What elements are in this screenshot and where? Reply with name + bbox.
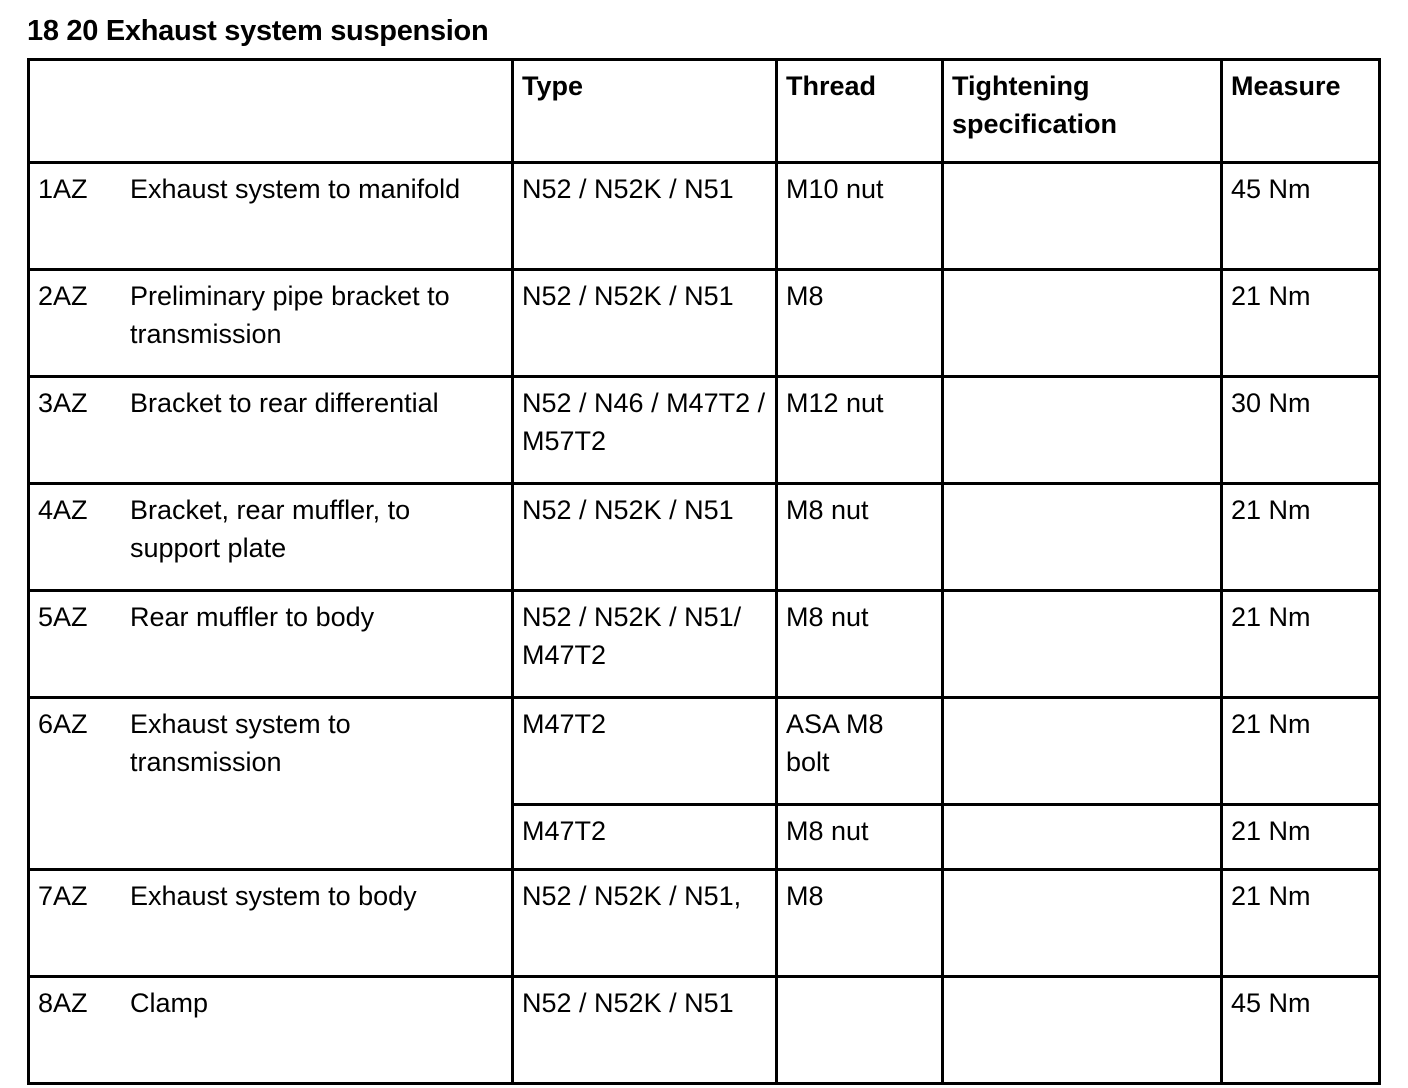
cell-thread: M8 <box>775 868 944 978</box>
row-index-label: 1AZ <box>38 174 88 204</box>
row-description-text: Preliminary pipe bracket to transmission <box>130 281 450 350</box>
cell-thread: M12 nut <box>775 375 944 485</box>
cell-thread <box>775 975 944 1085</box>
column-header-tightening-specification: Tightening specification <box>941 58 1223 164</box>
row-description-text: Bracket to rear differential <box>130 388 439 418</box>
cell-description: 8AZ Clamp <box>27 975 514 1085</box>
cell-description: 6AZ Exhaust system to transmission <box>27 696 514 871</box>
column-header-description <box>27 58 514 164</box>
cell-type: N52 / N52K / N51 <box>511 161 778 271</box>
cell-measure: 45 Nm <box>1220 161 1381 271</box>
cell-description: 5AZ Rear muffler to body <box>27 589 514 699</box>
cell-type: N52 / N52K / N51/ M47T2 <box>511 589 778 699</box>
row-index-label: 8AZ <box>38 988 88 1018</box>
cell-description: 1AZ Exhaust system to manifold <box>27 161 514 271</box>
row-description-text: Rear muffler to body <box>130 602 375 632</box>
table-row: 7AZ Exhaust system to body N52 / N52K / … <box>27 868 1381 978</box>
cell-type: N52 / N52K / N51 <box>511 268 778 378</box>
table-row: 8AZ Clamp N52 / N52K / N51 45 Nm <box>27 975 1381 1085</box>
cell-tightening-specification <box>941 868 1223 978</box>
cell-type: M47T2 <box>511 696 778 806</box>
cell-tightening-specification <box>941 696 1223 806</box>
cell-type: M47T2 <box>511 803 778 871</box>
column-header-type: Type <box>511 58 778 164</box>
row-index-label: 7AZ <box>38 881 88 911</box>
row-description-text: Exhaust system to manifold <box>130 174 461 204</box>
column-header-thread: Thread <box>775 58 944 164</box>
cell-measure: 21 Nm <box>1220 868 1381 978</box>
cell-description: 3AZ Bracket to rear differential <box>27 375 514 485</box>
row-description-text: Exhaust system to body <box>130 881 417 911</box>
cell-thread: M8 nut <box>775 482 944 592</box>
cell-type: N52 / N52K / N51 <box>511 975 778 1085</box>
table-row: 5AZ Rear muffler to body N52 / N52K / N5… <box>27 589 1381 699</box>
table-row: 4AZ Bracket, rear muffler, to support pl… <box>27 482 1381 592</box>
cell-measure: 30 Nm <box>1220 375 1381 485</box>
cell-measure: 21 Nm <box>1220 268 1381 378</box>
table-header: Type Thread Tightening specification Mea… <box>27 58 1381 164</box>
table-header-row: Type Thread Tightening specification Mea… <box>27 58 1381 164</box>
table-row: 1AZ Exhaust system to manifold N52 / N52… <box>27 161 1381 271</box>
row-index-label: 5AZ <box>38 602 88 632</box>
cell-tightening-specification <box>941 268 1223 378</box>
row-index-label: 6AZ <box>38 709 88 739</box>
cell-measure: 21 Nm <box>1220 482 1381 592</box>
cell-thread: ASA M8 bolt <box>775 696 944 806</box>
row-index-label: 4AZ <box>38 495 88 525</box>
row-index-label: 3AZ <box>38 388 88 418</box>
cell-measure: 21 Nm <box>1220 696 1381 806</box>
cell-tightening-specification <box>941 375 1223 485</box>
table-row: 2AZ Preliminary pipe bracket to transmis… <box>27 268 1381 378</box>
row-description-text: Clamp <box>130 988 209 1018</box>
cell-thread: M8 <box>775 268 944 378</box>
cell-tightening-specification <box>941 975 1223 1085</box>
table-row: M47T2 M8 nut 21 Nm <box>29 803 1381 871</box>
cell-type: N52 / N52K / N51, <box>511 868 778 978</box>
row-description-text: Bracket, rear muffler, to support plate <box>130 495 411 564</box>
cell-tightening-specification <box>941 803 1223 871</box>
row-index-label: 2AZ <box>38 281 88 311</box>
cell-type: N52 / N46 / M47T2 / M57T2 <box>511 375 778 485</box>
cell-measure: 45 Nm <box>1220 975 1381 1085</box>
cell-description: 2AZ Preliminary pipe bracket to transmis… <box>27 268 514 378</box>
cell-type: N52 / N52K / N51 <box>511 482 778 592</box>
table-row: 6AZ Exhaust system to transmission M47T2… <box>27 696 1381 871</box>
torque-specification-table: Type Thread Tightening specification Mea… <box>27 58 1381 1085</box>
column-header-measure: Measure <box>1220 58 1381 164</box>
cell-tightening-specification <box>941 161 1223 271</box>
table-body: 1AZ Exhaust system to manifold N52 / N52… <box>27 161 1381 1085</box>
cell-measure: 21 Nm <box>1220 589 1381 699</box>
page-title: 18 20 Exhaust system suspension <box>27 15 489 47</box>
cell-measure: 21 Nm <box>1220 803 1381 871</box>
cell-tightening-specification <box>941 589 1223 699</box>
cell-thread: M8 nut <box>775 589 944 699</box>
cell-thread: M8 nut <box>775 803 944 871</box>
cell-description: 4AZ Bracket, rear muffler, to support pl… <box>27 482 514 592</box>
cell-tightening-specification <box>941 482 1223 592</box>
row-description-text: Exhaust system to transmission <box>130 709 351 778</box>
cell-thread: M10 nut <box>775 161 944 271</box>
table-row: 3AZ Bracket to rear differential N52 / N… <box>27 375 1381 485</box>
cell-description: 7AZ Exhaust system to body <box>27 868 514 978</box>
